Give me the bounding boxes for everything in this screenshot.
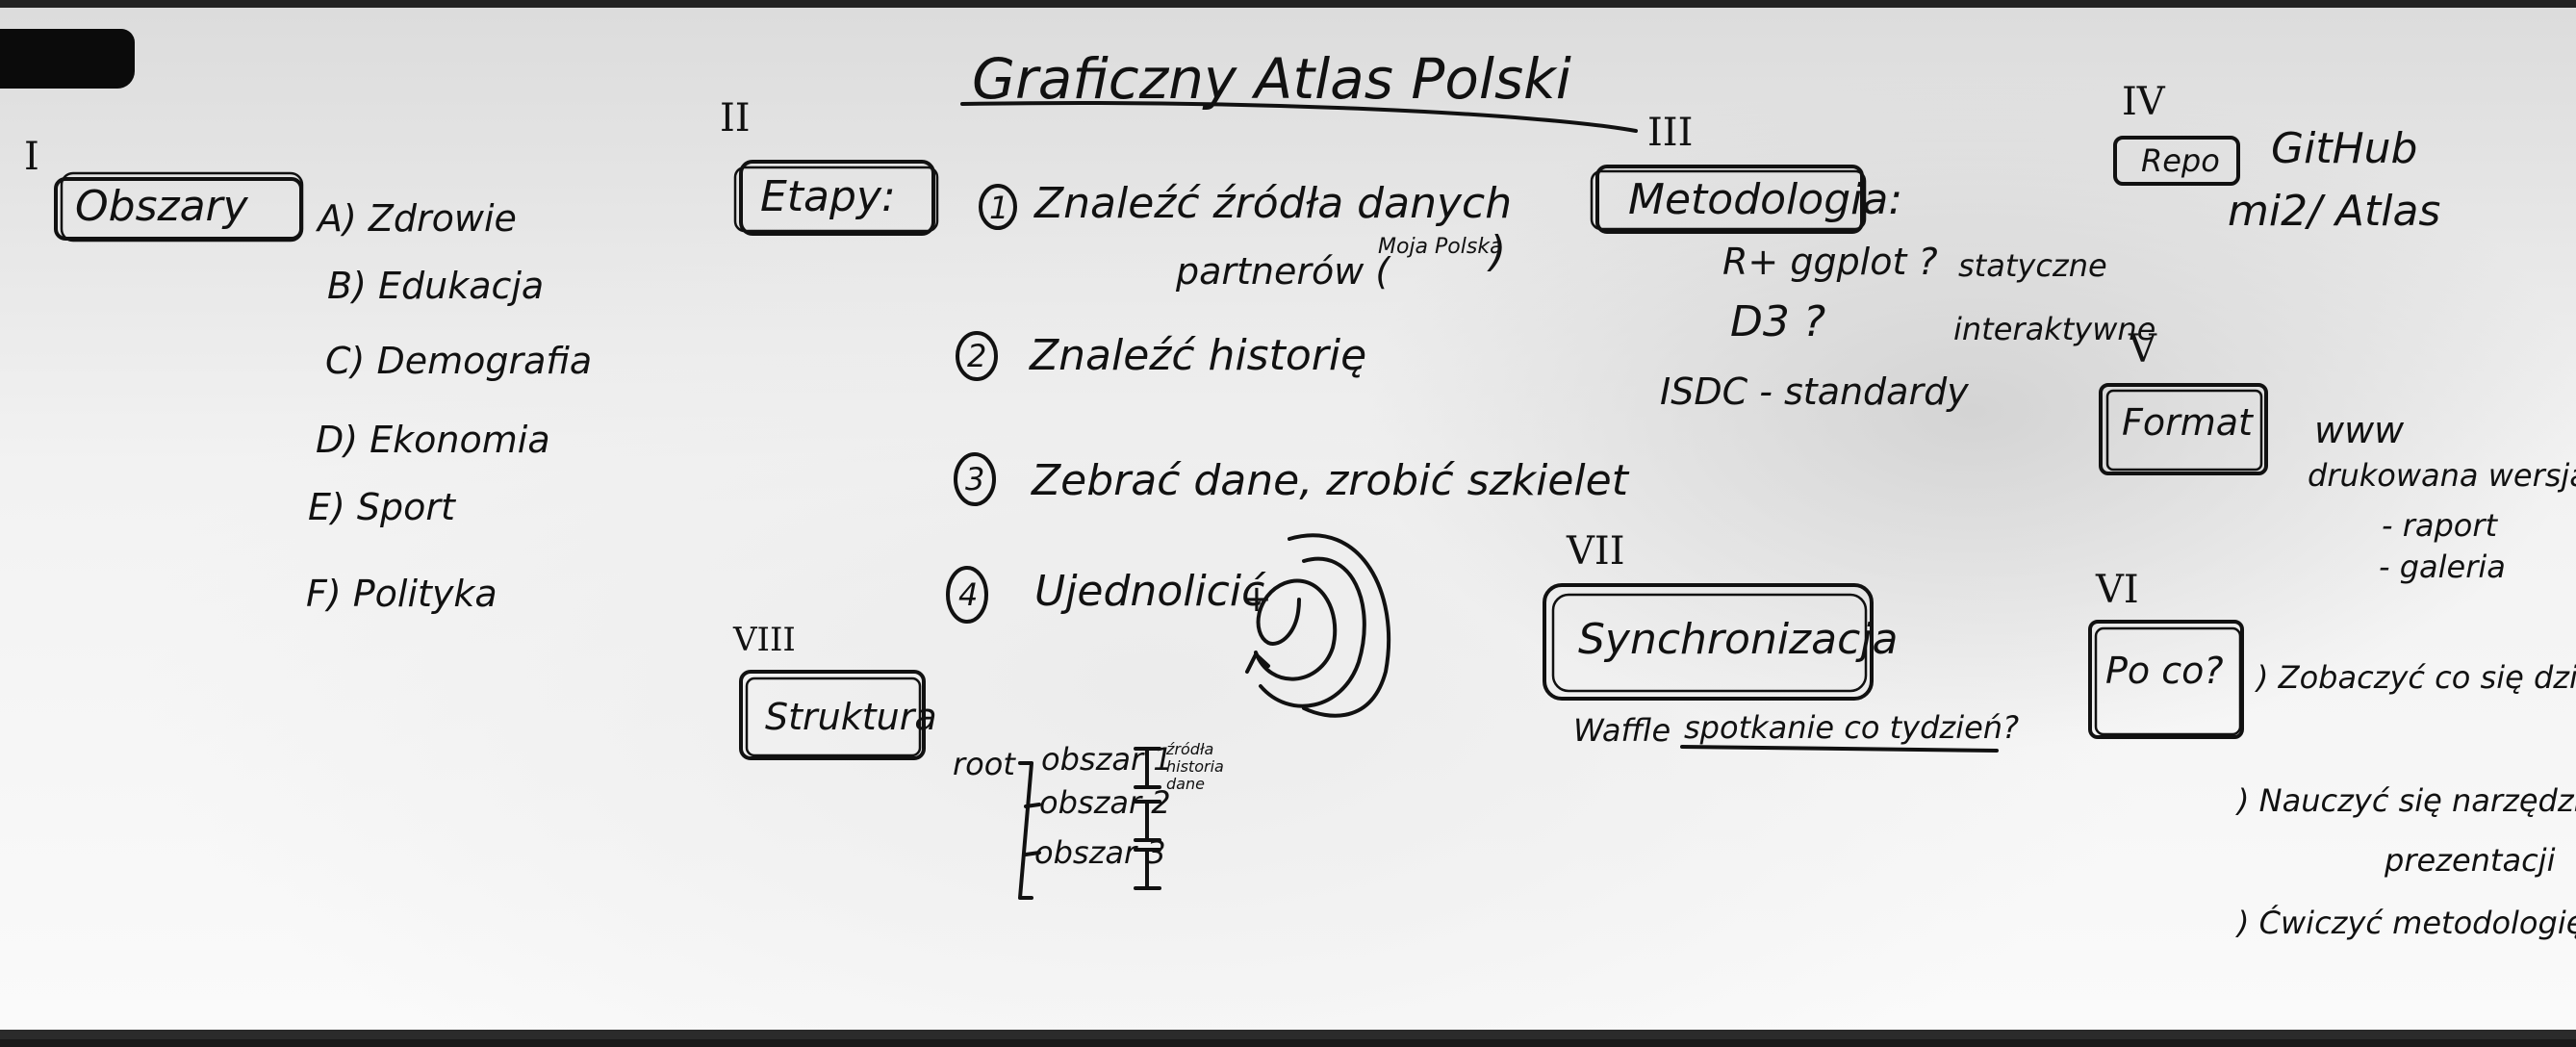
- step-note: Moja Polska: [1378, 235, 1503, 259]
- board-corner-mark: [0, 29, 135, 89]
- step-number: 1: [989, 190, 1009, 226]
- obszary-item: F) Polityka: [306, 573, 497, 615]
- obszary-item: D) Ekonomia: [316, 419, 550, 461]
- step-text: Ujednolicić: [1034, 567, 1265, 616]
- format-item: - galeria: [2379, 549, 2506, 585]
- format-heading: Format: [2122, 401, 2253, 444]
- step-1-circle: [979, 184, 1017, 230]
- format-item: - raport: [2382, 507, 2498, 544]
- metodologia-box: [1595, 165, 1864, 234]
- step-number: 2: [967, 338, 987, 374]
- struktura-node: obszar 1: [1041, 741, 1173, 778]
- metodologia-right: statyczne: [1958, 247, 2107, 284]
- struktura-box: [739, 670, 926, 760]
- obszary-heading: Obszary: [75, 182, 248, 231]
- metodologia-left: R+ ggplot ?: [1722, 241, 1938, 283]
- struktura-heading: Struktura: [765, 696, 937, 738]
- section-number-II: II: [720, 96, 751, 140]
- struktura-node: obszar 3: [1034, 834, 1166, 871]
- section-number-V: V: [2129, 327, 2156, 371]
- metodologia-standards: ISDC - standardy: [1660, 370, 1969, 413]
- step-text: Znaleźć źródła danych: [1034, 179, 1513, 228]
- step-text: Zebrać dane, zrobić szkielet: [1032, 456, 1628, 505]
- poco-heading: Po co?: [2105, 650, 2224, 692]
- synchronizacja-box: [1543, 583, 1874, 701]
- repo-line1: GitHub: [2271, 124, 2418, 173]
- step-2-circle: [956, 331, 998, 381]
- repo-box: [2113, 136, 2240, 186]
- etapy-heading: Etapy:: [760, 172, 896, 221]
- step-number: 3: [965, 461, 985, 498]
- metodologia-right: interaktywne: [1953, 311, 2156, 347]
- repo-line2: mi2/ Atlas: [2228, 187, 2441, 236]
- section-number-VIII: VIII: [733, 621, 796, 659]
- section-number-VI: VI: [2096, 568, 2139, 612]
- synchronizacja-heading: Synchronizacja: [1578, 615, 1899, 664]
- repo-heading: Repo: [2141, 142, 2220, 179]
- struktura-root: root: [953, 746, 1015, 782]
- poco-item: ) Ćwiczyć metodologię: [2237, 905, 2576, 941]
- obszary-item: C) Demografia: [325, 340, 593, 382]
- format-box: [2099, 383, 2268, 475]
- ink-strokes: [54, 101, 2268, 900]
- step-4-circle: [946, 566, 988, 624]
- metodologia-heading: Metodologia:: [1628, 175, 1903, 224]
- etapy-box: [739, 160, 935, 236]
- step-note-close: ): [1490, 227, 1507, 276]
- obszary-item: A) Zdrowie: [318, 197, 517, 240]
- synchronizacja-left: Waffle: [1573, 712, 1671, 749]
- poco-box: [2088, 620, 2244, 739]
- struktura-leaf-note: źródła: [1166, 740, 1214, 758]
- struktura-tree: [1018, 761, 1041, 900]
- board-title: Graficzny Atlas Polski: [972, 46, 1571, 112]
- step-number: 4: [958, 576, 979, 613]
- format-item: drukowana wersja: [2308, 457, 2576, 494]
- spiral-drawing: [1254, 533, 1391, 718]
- poco-item: ) Nauczyć się narzędzi do: [2237, 782, 2576, 819]
- step-text: Znaleźć historię: [1030, 331, 1367, 380]
- section-number-IV: IV: [2122, 80, 2165, 124]
- section-number-III: III: [1647, 111, 1694, 155]
- section-number-VII: VII: [1567, 529, 1625, 574]
- struktura-leaf-note: dane: [1166, 775, 1205, 793]
- synchronizacja-right: spotkanie co tydzień?: [1684, 709, 2020, 746]
- title-underline: [960, 101, 1638, 133]
- poco-item: prezentacji: [2385, 842, 2556, 879]
- step-plus: +: [1241, 577, 1272, 620]
- step-3-circle: [954, 452, 996, 506]
- poco-item: ) Zobaczyć co się dzieje?: [2257, 659, 2576, 696]
- struktura-node: obszar 2: [1039, 784, 1171, 821]
- obszary-item: E) Sport: [308, 486, 455, 528]
- step-text-line2: partnerów (: [1176, 250, 1390, 293]
- format-item: www: [2314, 409, 2405, 451]
- metodologia-left: D3 ?: [1730, 297, 1826, 346]
- section-number-I: I: [24, 135, 39, 179]
- struktura-leaf-note: historia: [1166, 757, 1224, 776]
- obszary-item: B) Edukacja: [327, 265, 545, 307]
